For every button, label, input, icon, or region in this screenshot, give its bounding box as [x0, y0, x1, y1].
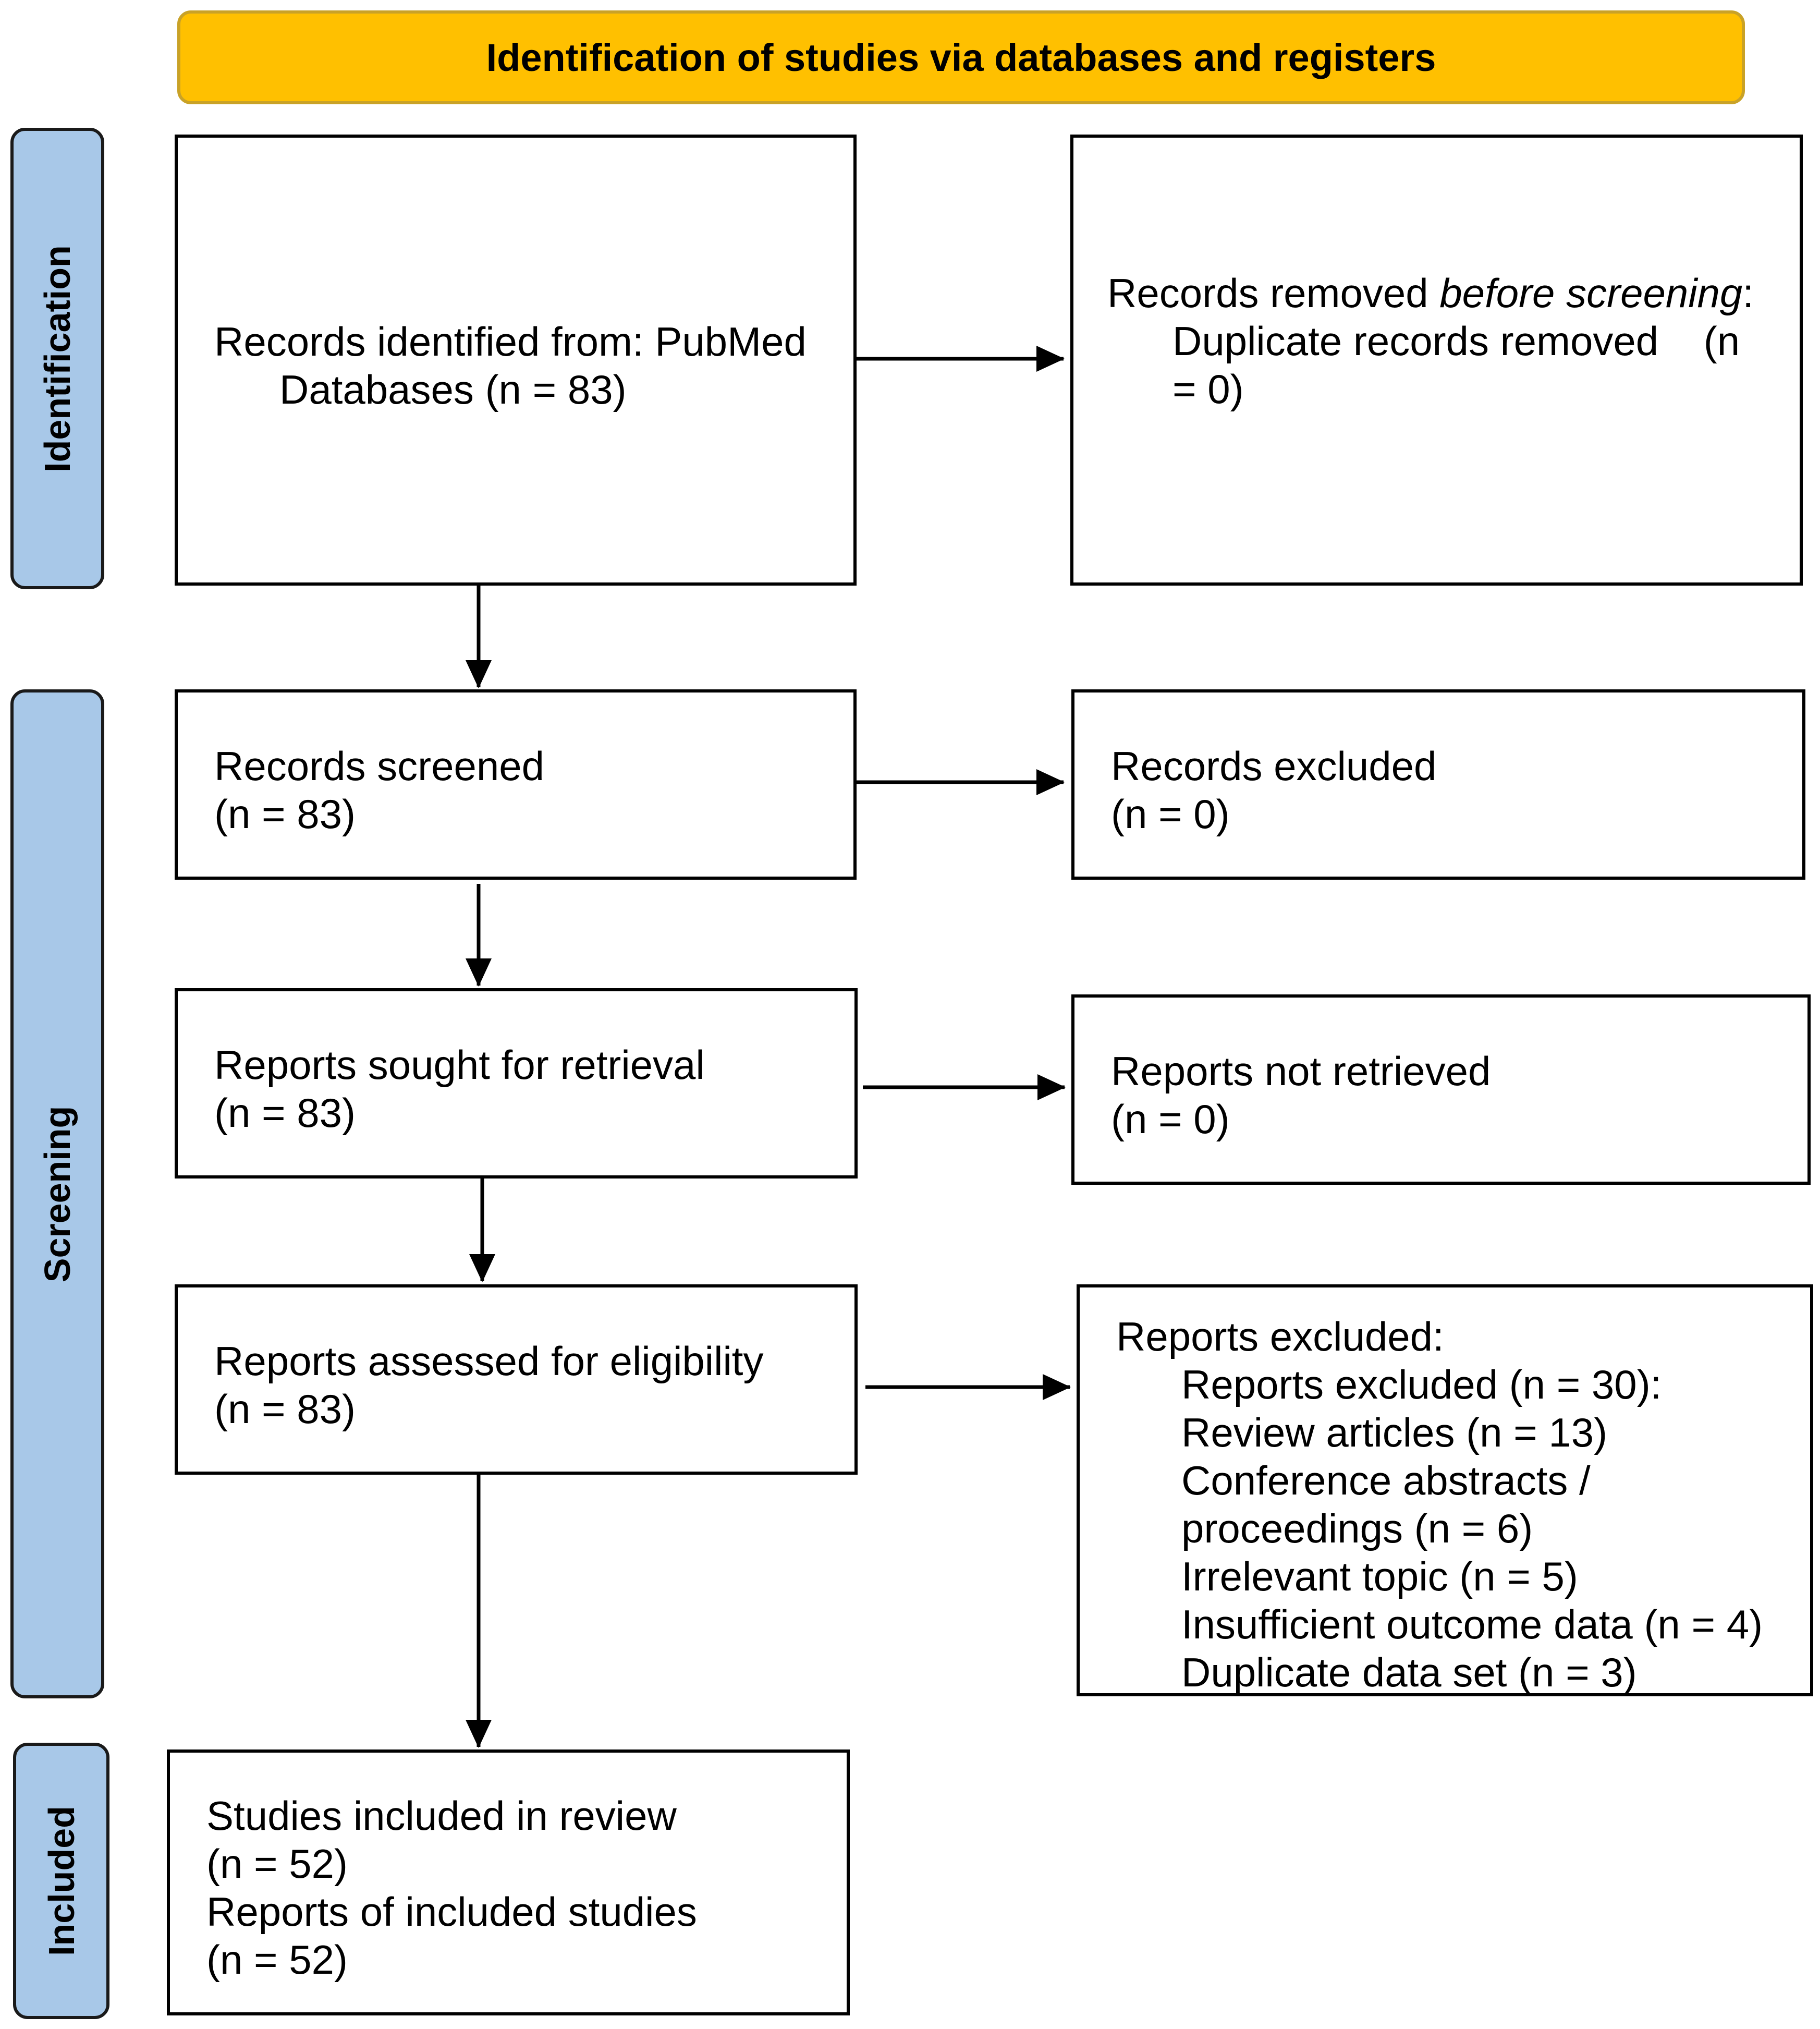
records-removed-line3: = 0) — [1172, 366, 1244, 412]
reports-not-retrieved-line2: (n = 0) — [1111, 1096, 1230, 1142]
records-excluded-line2: (n = 0) — [1111, 791, 1230, 837]
records-identified-line2: Databases (n = 83) — [279, 367, 627, 412]
records-removed-prefix: Records removed — [1107, 270, 1440, 316]
records-excluded-line1: Records excluded — [1111, 743, 1437, 789]
reports-excluded-item: proceedings (n = 6) — [1181, 1505, 1533, 1551]
studies-included-line4: (n = 52) — [206, 1937, 348, 1983]
studies-included-line1: Studies included in review — [206, 1793, 677, 1839]
reports-assessed-line2: (n = 83) — [214, 1386, 356, 1432]
records-removed-suffix: : — [1742, 270, 1754, 316]
studies-included-line3: Reports of included studies — [206, 1889, 697, 1935]
reports-not-retrieved-box: Reports not retrieved (n = 0) — [1071, 994, 1811, 1185]
reports-assessed-box: Reports assessed for eligibility (n = 83… — [175, 1284, 858, 1475]
studies-included-box: Studies included in review (n = 52) Repo… — [167, 1749, 850, 2015]
reports-excluded-box: Reports excluded: Reports excluded (n = … — [1077, 1284, 1813, 1696]
records-removed-box: Records removed before screening: Duplic… — [1070, 135, 1803, 586]
records-screened-line2: (n = 83) — [214, 791, 356, 837]
reports-sought-line1: Reports sought for retrieval — [214, 1042, 705, 1088]
records-removed-line1: Records removed before screening: — [1107, 269, 1800, 317]
reports-excluded-item: Reports excluded (n = 30): — [1181, 1362, 1662, 1407]
header-banner: Identification of studies via databases … — [177, 10, 1745, 104]
reports-excluded-item: Duplicate data set (n = 3) — [1181, 1649, 1637, 1695]
phase-screening-label: Screening — [37, 1105, 78, 1282]
records-excluded-box: Records excluded (n = 0) — [1071, 689, 1805, 880]
phase-identification: Identification — [10, 128, 104, 589]
reports-sought-box: Reports sought for retrieval (n = 83) — [175, 988, 858, 1178]
records-removed-emphasis: before screening — [1439, 270, 1743, 316]
reports-excluded-item: Insufficient outcome data (n = 4) — [1181, 1601, 1763, 1647]
phase-identification-label: Identification — [37, 245, 78, 472]
reports-sought-line2: (n = 83) — [214, 1090, 356, 1136]
reports-excluded-item: Irrelevant topic (n = 5) — [1181, 1553, 1578, 1599]
records-identified-box: Records identified from: PubMed Database… — [175, 135, 857, 586]
reports-excluded-heading: Reports excluded: — [1116, 1314, 1444, 1359]
reports-not-retrieved-line1: Reports not retrieved — [1111, 1048, 1491, 1094]
header-title: Identification of studies via databases … — [486, 35, 1436, 79]
studies-included-line2: (n = 52) — [206, 1841, 348, 1887]
records-screened-line1: Records screened — [214, 743, 544, 789]
records-removed-line2: Duplicate records removed (n — [1172, 318, 1740, 364]
records-identified-line1: Records identified from: PubMed — [214, 319, 807, 365]
reports-excluded-item: Review articles (n = 13) — [1181, 1410, 1608, 1455]
reports-assessed-line1: Reports assessed for eligibility — [214, 1338, 764, 1384]
phase-screening: Screening — [10, 689, 104, 1698]
records-screened-box: Records screened (n = 83) — [175, 689, 857, 880]
reports-excluded-item: Conference abstracts / — [1181, 1457, 1591, 1503]
phase-included-label: Included — [41, 1806, 82, 1956]
phase-included: Included — [13, 1743, 109, 2019]
